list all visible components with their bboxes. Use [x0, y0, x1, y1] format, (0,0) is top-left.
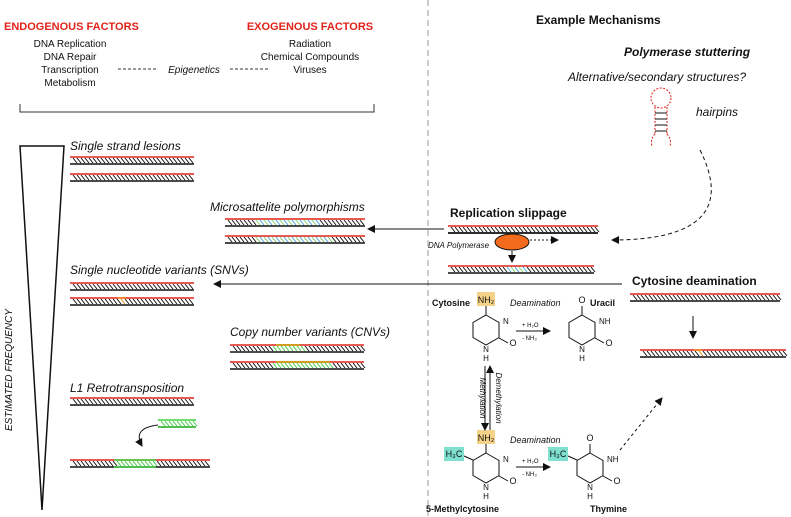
thymine-molecule-hydrogen: H — [587, 492, 593, 501]
deamination-duplex-after — [640, 349, 788, 358]
hairpins-label: hairpins — [696, 105, 738, 119]
frequency-triangle — [19, 145, 65, 511]
reagent-h2o-2: + H₂O — [522, 459, 539, 465]
thymine-to-dna-arrow — [619, 397, 663, 451]
deamination-label-1: Deamination — [510, 298, 561, 308]
cnv-duplex-1 — [230, 344, 366, 353]
snv-duplex-1 — [70, 282, 194, 291]
uracil-molecule-oxygen: O — [605, 338, 612, 348]
frequency-axis-label: ESTIMATED FREQUENCY — [4, 308, 15, 431]
thymine-molecule-oxygen: O — [613, 476, 620, 486]
replication-slippage-label: Replication slippage — [450, 206, 567, 220]
mechanisms-header: Example Mechanisms — [536, 13, 661, 27]
reagent-nh3-1: - NH₃ — [522, 336, 537, 342]
uracil-molecule-nitrogen-side: NH — [599, 317, 611, 326]
single-strand-label: Single strand lesions — [70, 139, 181, 153]
snv-label: Single nucleotide variants (SNVs) — [70, 263, 249, 277]
alt-structures-label: Alternative/secondary structures? — [567, 70, 746, 84]
endogenous-item-1: DNA Replication — [34, 39, 107, 50]
methylcytosine-label: 5-Methylcytosine — [426, 504, 499, 514]
single-strand-duplex-2 — [70, 173, 194, 182]
thymine-label: Thymine — [590, 504, 627, 514]
uracil-molecule-nitrogen-bottom: N — [579, 345, 585, 354]
endogenous-title: ENDOGENOUS FACTORS — [4, 21, 139, 33]
deamination-label-2: Deamination — [510, 435, 561, 445]
exogenous-title: EXOGENOUS FACTORS — [247, 21, 373, 33]
single-strand-duplex-1 — [70, 156, 194, 165]
cytosine-molecule-hydrogen: H — [483, 354, 489, 363]
cytosine-molecule-oxygen: O — [509, 338, 516, 348]
microsatellite-duplex-2 — [225, 235, 365, 244]
uracil-label: Uracil — [590, 298, 615, 308]
cytosine-molecule-nitrogen-side: N — [503, 317, 509, 326]
microsatellite-duplex-1 — [225, 218, 365, 227]
cytosine-molecule-nitrogen-bottom: N — [483, 345, 489, 354]
replication-duplex-result — [448, 265, 596, 274]
thymine-molecule-nitrogen-bottom: N — [587, 483, 593, 492]
methylcytosine-molecule-nitrogen-bottom: N — [483, 483, 489, 492]
polymerase-stuttering-label: Polymerase stuttering — [624, 45, 751, 59]
l1-insert-fragment — [158, 419, 198, 428]
reagent-h2o-1: + H₂O — [522, 323, 539, 329]
deamination-duplex-before — [630, 293, 782, 302]
exogenous-item-1: Radiation — [289, 39, 331, 50]
cytosine-label: Cytosine — [432, 298, 470, 308]
cytosine-deamination-label: Cytosine deamination — [632, 274, 757, 288]
endogenous-item-3: Transcription — [41, 65, 98, 76]
hairpin-to-slippage-arrow — [611, 149, 712, 244]
endogenous-item-2: DNA Repair — [44, 52, 97, 63]
methylcytosine-molecule-methyl: H₃C — [446, 449, 463, 459]
reagent-nh3-2: - NH₃ — [522, 472, 537, 478]
methylcytosine-molecule-oxygen: O — [509, 476, 516, 486]
l1-insertion-arrow — [135, 424, 159, 447]
demethylation-label: Demethylation — [494, 372, 503, 424]
thymine-molecule-methyl: H₃C — [550, 449, 567, 459]
l1-duplex-1 — [70, 397, 194, 406]
exogenous-item-3: Viruses — [293, 65, 326, 76]
thymine-molecule-top-group: O — [586, 433, 593, 443]
methylcytosine-molecule-top-group: NH₂ — [478, 433, 495, 443]
l1-label: L1 Retrotransposition — [70, 381, 184, 395]
thymine-molecule: O O NH NH H₃C — [548, 433, 621, 501]
cnv-label: Copy number variants (CNVs) — [230, 325, 390, 339]
uracil-molecule-hydrogen: H — [579, 354, 585, 363]
hairpin-structure — [650, 87, 672, 147]
cnv-duplex-2 — [230, 361, 366, 370]
l1-duplex-2 — [70, 459, 210, 468]
thymine-molecule-nitrogen-side: NH — [607, 455, 619, 464]
methylcytosine-molecule-hydrogen: H — [483, 492, 489, 501]
endogenous-item-4: Metabolism — [44, 78, 95, 89]
uracil-molecule-top-group: O — [578, 295, 585, 305]
exogenous-item-2: Chemical Compounds — [261, 52, 359, 63]
uracil-molecule: O O NH NH — [568, 295, 613, 363]
microsatellite-label: Microsattelite polymorphisms — [210, 200, 365, 214]
methylation-label: Methylation — [478, 378, 487, 419]
methylcytosine-molecule-nitrogen-side: N — [503, 455, 509, 464]
snv-duplex-2 — [70, 297, 194, 306]
factors-bracket — [19, 104, 375, 113]
dna-polymerase-label: DNA Polymerase — [428, 241, 490, 250]
cytosine-molecule-top-group: NH₂ — [478, 295, 495, 305]
replication-duplex-template — [448, 225, 600, 234]
dna-polymerase-icon — [494, 233, 530, 251]
epigenetics-label: Epigenetics — [168, 65, 220, 76]
